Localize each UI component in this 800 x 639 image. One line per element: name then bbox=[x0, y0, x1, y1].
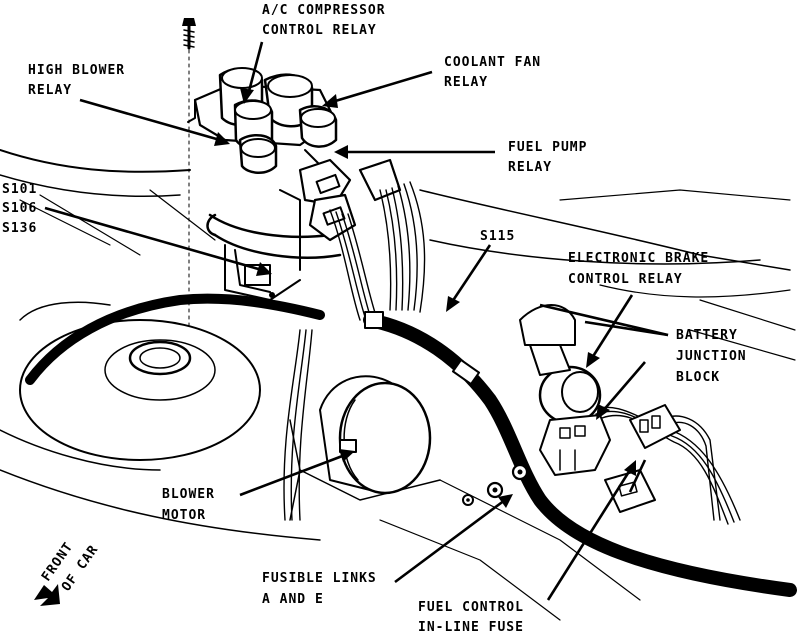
leader-fuse-alt bbox=[628, 459, 647, 493]
brake-relay-label-line2: CONTROL RELAY bbox=[568, 272, 683, 287]
fuel-fuse-label-line2: IN-LINE FUSE bbox=[418, 620, 524, 634]
fuel-pump-label-line1: FUEL PUMP bbox=[508, 140, 587, 155]
fusible-links bbox=[462, 463, 529, 506]
junction-block-label-line2: JUNCTION bbox=[676, 349, 747, 364]
leader-high-blower bbox=[79, 98, 221, 142]
relay-cluster bbox=[187, 67, 338, 186]
coolant-fan-label-line1: COOLANT FAN bbox=[444, 55, 541, 70]
coolant-fan-label-line2: RELAY bbox=[444, 75, 488, 90]
fusible-links-label-line2: A AND E bbox=[262, 592, 324, 607]
right-connector bbox=[629, 404, 681, 449]
blower-motor-label-line2: MOTOR bbox=[162, 508, 206, 523]
leader-coolant-fan bbox=[331, 70, 433, 104]
leader-junction-b bbox=[584, 320, 669, 337]
high-blower-label-line1: HIGH BLOWER bbox=[28, 63, 125, 78]
splice-label-s101: S101 bbox=[2, 182, 37, 197]
ac-compressor-label-line1: A/C COMPRESSOR bbox=[262, 3, 386, 18]
leader-blower-motor bbox=[239, 453, 346, 497]
high-blower-label-line2: RELAY bbox=[28, 83, 72, 98]
battery-junction-block bbox=[539, 414, 611, 476]
brake-relay bbox=[519, 304, 602, 425]
leader-s115 bbox=[450, 244, 492, 303]
fuel-fuse-label-line1: FUEL CONTROL bbox=[418, 600, 524, 615]
splice-label-s106: S106 bbox=[2, 201, 37, 216]
leader-fusible-links bbox=[394, 498, 506, 584]
fusible-links-label-line1: FUSIBLE LINKS bbox=[262, 571, 377, 586]
leader-splices bbox=[44, 206, 263, 272]
blower-motor bbox=[319, 375, 432, 495]
leader-fuel-fuse bbox=[546, 469, 632, 601]
blower-motor-label-line1: BLOWER bbox=[162, 487, 215, 502]
mounting-bolt bbox=[182, 18, 196, 331]
front-of-car-marker: FRONT OF CAR bbox=[34, 540, 102, 606]
junction-block-label-line3: BLOCK bbox=[676, 370, 720, 385]
leader-junction-a bbox=[539, 303, 669, 337]
junction-block-label-line1: BATTERY bbox=[676, 328, 738, 343]
leader-lines bbox=[44, 41, 669, 601]
brake-relay-label-line1: ELECTRONIC BRAKE bbox=[568, 251, 709, 266]
splice-label-s136: S136 bbox=[2, 221, 37, 236]
wiring-harness bbox=[25, 181, 797, 597]
connectors bbox=[298, 158, 402, 242]
front-arrow-icon bbox=[34, 584, 60, 606]
s115-label: S115 bbox=[480, 229, 515, 244]
callout-labels: A/C COMPRESSOR CONTROL RELAY COOLANT FAN… bbox=[2, 3, 747, 635]
leader-ac-compressor bbox=[246, 41, 264, 96]
fuel-pump-label-line2: RELAY bbox=[508, 160, 552, 175]
ac-compressor-label-line2: CONTROL RELAY bbox=[262, 23, 377, 38]
leader-junction-c bbox=[601, 361, 646, 413]
